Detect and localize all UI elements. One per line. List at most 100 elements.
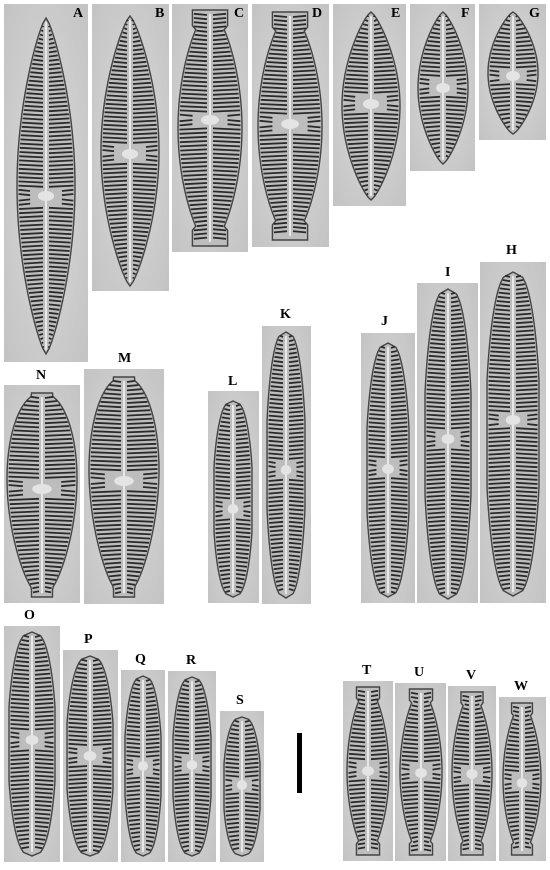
panel-h [480, 262, 546, 603]
stria [34, 829, 48, 833]
stria [145, 818, 158, 822]
stria [488, 481, 511, 485]
stria [403, 798, 419, 802]
stria [225, 761, 240, 765]
panel-w [499, 697, 546, 861]
stria [515, 507, 537, 511]
stria [390, 383, 404, 387]
stria [112, 234, 128, 238]
stria [259, 142, 288, 146]
stria [37, 41, 44, 45]
stria [515, 325, 534, 329]
stria [349, 796, 366, 800]
stria [259, 107, 288, 111]
stria [182, 84, 208, 88]
stria [292, 27, 307, 31]
diatom-valve [346, 686, 390, 856]
stria [259, 133, 288, 137]
stria [508, 735, 520, 739]
stria [212, 38, 227, 42]
stria [32, 586, 40, 590]
stria [370, 748, 387, 752]
stria [92, 823, 108, 827]
stria [374, 569, 386, 573]
stria [126, 388, 142, 392]
stria [390, 527, 407, 531]
stria [268, 460, 276, 464]
stria [505, 799, 520, 803]
stria [176, 819, 190, 823]
stria [18, 176, 44, 180]
stria [369, 404, 386, 408]
stria [474, 826, 484, 830]
stria [450, 540, 467, 544]
stria [515, 48, 534, 52]
stria [92, 726, 112, 730]
stria [44, 458, 75, 462]
stria [132, 230, 149, 234]
stria [426, 465, 446, 469]
stria [357, 694, 366, 698]
stria [450, 582, 460, 586]
stria [456, 732, 470, 736]
stria [194, 688, 203, 692]
stria [48, 151, 73, 155]
stria [296, 474, 304, 478]
stria [126, 405, 149, 409]
stria [515, 490, 538, 494]
stria [423, 729, 437, 733]
stria [226, 817, 240, 821]
stria [532, 786, 540, 790]
stria [48, 75, 63, 79]
stria [123, 27, 128, 31]
stria [232, 724, 240, 728]
stria [368, 502, 386, 506]
stria [10, 510, 40, 514]
stria [132, 175, 157, 179]
stria [33, 311, 44, 315]
stria [132, 217, 151, 221]
stria [348, 775, 357, 779]
stria [488, 392, 511, 396]
stria [288, 343, 296, 347]
stria [379, 761, 388, 765]
stria [212, 219, 226, 223]
stria [450, 321, 464, 325]
stria [243, 510, 251, 514]
diatom-valve [88, 376, 160, 598]
stria [14, 668, 30, 672]
stria [373, 192, 376, 196]
stria [456, 809, 470, 813]
stria [10, 697, 30, 701]
stria [423, 802, 439, 806]
stria [126, 400, 148, 404]
stria [194, 786, 210, 790]
stria [68, 751, 78, 755]
stria [515, 561, 530, 565]
stria [126, 430, 155, 434]
stria [464, 703, 470, 707]
stria [102, 149, 115, 153]
stria [10, 702, 30, 706]
stria [390, 544, 405, 548]
stria [68, 786, 88, 790]
stria [262, 82, 288, 86]
stria [92, 671, 104, 675]
stria [92, 502, 122, 506]
stria [271, 44, 288, 48]
stria [193, 21, 208, 25]
stria [34, 316, 44, 320]
stria [21, 846, 30, 850]
stria [48, 215, 73, 219]
stria [132, 60, 147, 64]
stria [132, 119, 157, 123]
stria [460, 444, 470, 448]
stria [244, 770, 259, 774]
stria [103, 128, 128, 132]
stria [450, 498, 470, 502]
stria [95, 417, 122, 421]
stria [399, 463, 408, 467]
panel-i [417, 283, 478, 603]
stria [352, 727, 366, 731]
stria [445, 65, 465, 69]
